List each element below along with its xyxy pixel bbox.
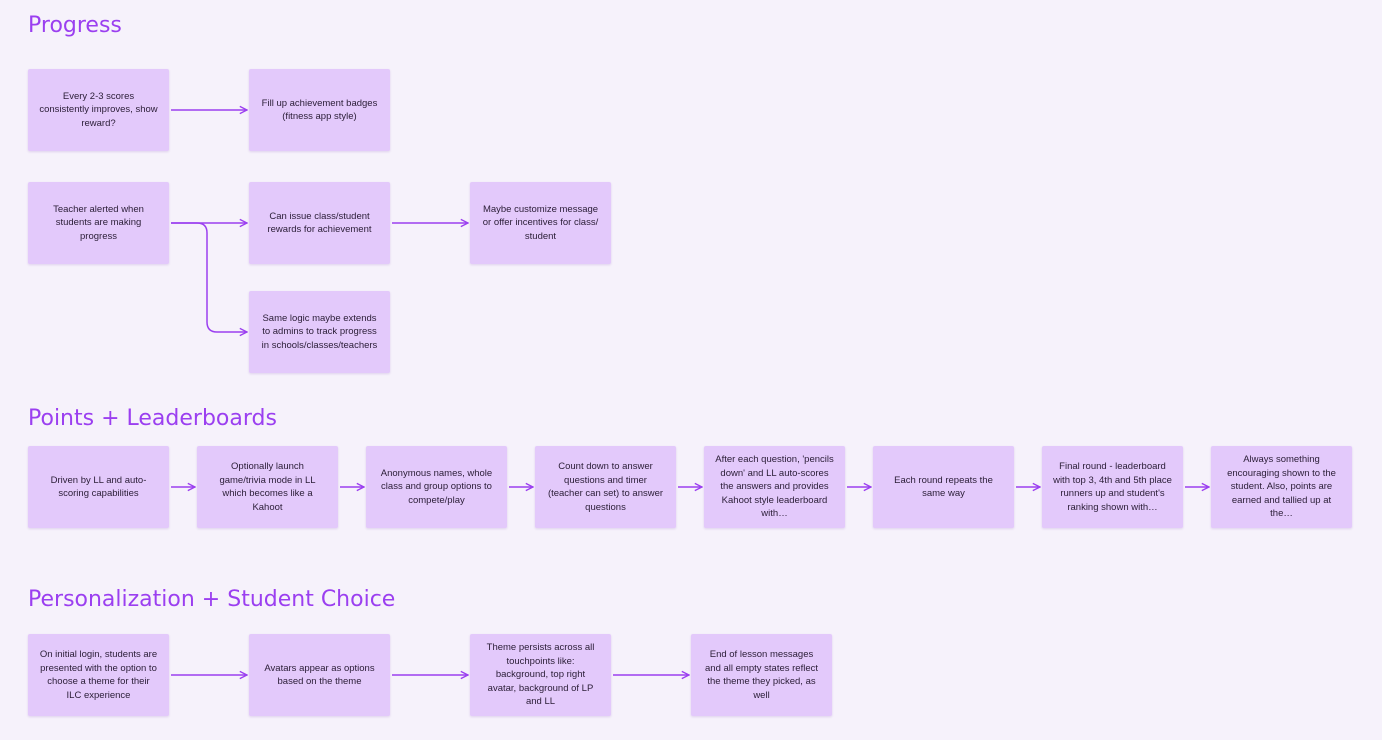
connector-arrow-p3-to-p6	[171, 222, 247, 332]
flow-node-text: Fill up achievement badges (fitness app …	[261, 97, 378, 123]
flow-node-text: Teacher alerted when students are making…	[53, 203, 144, 242]
flow-node-text: Optionally launch game/trivia mode in LL…	[219, 461, 316, 513]
flow-node-theme-persists[interactable]: Theme persists across all touchpoints li…	[470, 634, 611, 716]
flow-node-admin-tracking[interactable]: Same logic maybe extends to admins to tr…	[249, 291, 390, 373]
flow-node-text: Avatars appear as options based on the t…	[264, 662, 375, 688]
section-title-progress: Progress	[28, 13, 122, 38]
flow-node-teacher-alerted[interactable]: Teacher alerted when students are making…	[28, 182, 169, 264]
flow-node-avatars[interactable]: Avatars appear as options based on the t…	[249, 634, 390, 716]
flow-node-customize-message[interactable]: Maybe customize message or offer incenti…	[470, 182, 611, 264]
flow-node-achievement-badges[interactable]: Fill up achievement badges (fitness app …	[249, 69, 390, 151]
section-title-points-leaderboards: Points + Leaderboards	[28, 406, 277, 431]
flow-node-encouragement[interactable]: Always something encouraging shown to th…	[1211, 446, 1352, 528]
flow-node-text: End of lesson messages and all empty sta…	[705, 649, 818, 701]
flow-node-pencils-down[interactable]: After each question, 'pencils down' and …	[704, 446, 845, 528]
flow-node-text: Always something encouraging shown to th…	[1227, 454, 1336, 520]
flow-node-text: Each round repeats the same way	[894, 474, 993, 500]
flow-node-game-mode[interactable]: Optionally launch game/trivia mode in LL…	[197, 446, 338, 528]
flow-node-text: Driven by LL and auto-scoring capabiliti…	[50, 474, 147, 500]
flow-node-countdown-timer[interactable]: Count down to answer questions and timer…	[535, 446, 676, 528]
flow-node-round-repeats[interactable]: Each round repeats the same way	[873, 446, 1014, 528]
flow-node-text: Can issue class/student rewards for achi…	[267, 210, 372, 236]
flow-node-issue-rewards[interactable]: Can issue class/student rewards for achi…	[249, 182, 390, 264]
flow-node-text: Count down to answer questions and timer…	[547, 461, 664, 513]
flow-node-anonymous-names[interactable]: Anonymous names, whole class and group o…	[366, 446, 507, 528]
flow-node-text: After each question, 'pencils down' and …	[715, 454, 834, 520]
flow-node-auto-scoring[interactable]: Driven by LL and auto-scoring capabiliti…	[28, 446, 169, 528]
flow-node-final-leaderboard[interactable]: Final round - leaderboard with top 3, 4t…	[1042, 446, 1183, 528]
flow-node-choose-theme[interactable]: On initial login, students are presented…	[28, 634, 169, 716]
flow-node-end-of-lesson[interactable]: End of lesson messages and all empty sta…	[691, 634, 832, 716]
flow-node-text: Final round - leaderboard with top 3, 4t…	[1053, 461, 1172, 513]
flow-node-text: Theme persists across all touchpoints li…	[486, 642, 595, 708]
flow-node-text: Maybe customize message or offer incenti…	[482, 203, 599, 242]
flow-node-text: Anonymous names, whole class and group o…	[380, 467, 493, 506]
section-title-personalization: Personalization + Student Choice	[28, 587, 396, 612]
flow-node-reward-trigger[interactable]: Every 2-3 scores consistently improves, …	[28, 69, 169, 151]
flow-node-text: On initial login, students are presented…	[39, 649, 158, 701]
flow-node-text: Every 2-3 scores consistently improves, …	[39, 90, 158, 129]
flow-node-text: Same logic maybe extends to admins to tr…	[261, 312, 378, 351]
